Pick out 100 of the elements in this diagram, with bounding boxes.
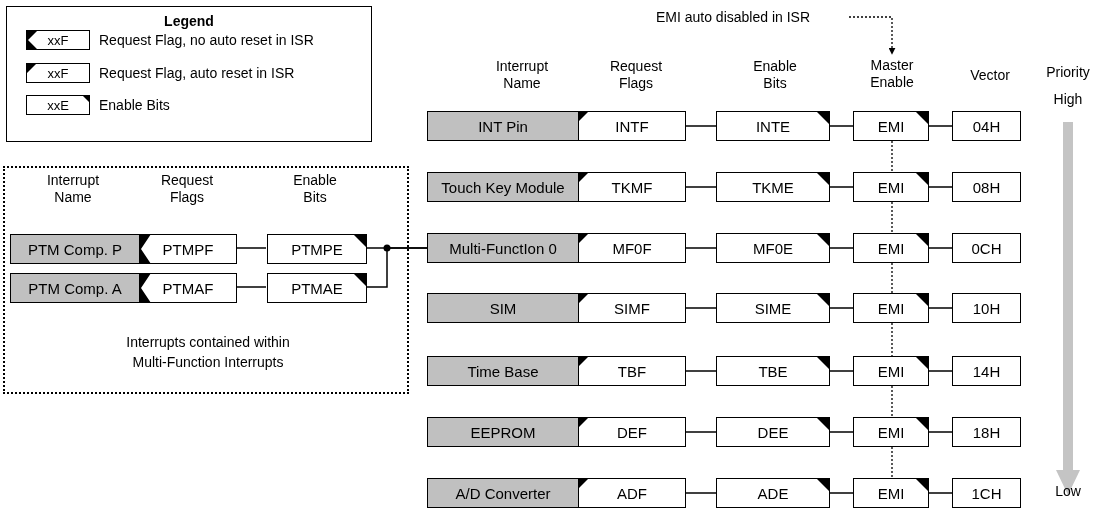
box-label: TKME — [752, 179, 794, 195]
connector-line — [685, 125, 717, 127]
master-enable-box — [853, 293, 929, 323]
box-label: INT Pin — [478, 118, 528, 134]
box-label: 04H — [972, 118, 1001, 134]
connector-line — [235, 247, 267, 249]
vector-box — [952, 356, 1021, 386]
box-label: EMI — [877, 118, 905, 134]
note-text: EMI auto disabled in ISR — [633, 6, 833, 28]
connector-line — [928, 492, 953, 494]
connector-line — [685, 247, 717, 249]
box-label: SIME — [754, 300, 792, 316]
column-header: Enable Bits — [752, 58, 798, 92]
master-enable-box — [853, 417, 929, 447]
interrupt-name-box — [427, 233, 579, 263]
request-flag-box — [578, 293, 686, 323]
column-header: High — [1052, 91, 1084, 108]
request-flag-box — [578, 111, 686, 141]
vector-box — [952, 417, 1021, 447]
connector-line — [235, 286, 267, 288]
box-label: PTM Comp. P — [27, 241, 123, 257]
dotted-group-box — [3, 166, 409, 394]
master-enable-box — [853, 233, 929, 263]
box-label: EMI — [877, 424, 905, 440]
request-flag-box — [578, 417, 686, 447]
group-caption: Interrupts contained within Multi-Function Interrupts — [125, 333, 291, 372]
connector-line — [928, 370, 953, 372]
connector-line — [829, 186, 854, 188]
dotted-connector — [891, 446, 893, 479]
column-header: Interrupt Name — [494, 58, 550, 92]
box-label: TBE — [758, 363, 788, 379]
request-flag-box — [578, 172, 686, 202]
interrupt-name-box — [10, 273, 140, 303]
box-label: MF0F — [612, 240, 652, 256]
box-label: PTMAF — [162, 280, 214, 296]
box-label: INTF — [615, 118, 649, 134]
box-label: 14H — [972, 363, 1001, 379]
box-label: xxF — [47, 66, 69, 80]
column-header: Request Flags — [608, 58, 664, 92]
dotted-connector — [891, 201, 893, 234]
legend-text: Request Flag, no auto reset in ISR — [99, 31, 314, 49]
vector-box — [952, 111, 1021, 141]
connector-line — [829, 492, 854, 494]
vector-box — [952, 172, 1021, 202]
box-label: ADE — [757, 485, 789, 501]
box-label: PTM Comp. A — [28, 280, 122, 296]
box-label: EEPROM — [470, 424, 536, 440]
box-label: SIMF — [614, 300, 650, 316]
box-label: INTE — [755, 118, 791, 134]
connector-line — [928, 247, 953, 249]
connector-line — [685, 431, 717, 433]
column-header: Interrupt Name — [45, 172, 101, 206]
box-label: 10H — [972, 300, 1001, 316]
enable-bit-box — [716, 356, 830, 386]
box-label: EMI — [877, 240, 905, 256]
request-flag-box — [139, 234, 237, 264]
connector-line — [685, 307, 717, 309]
dotted-connector — [891, 140, 893, 173]
box-label: Touch Key Module — [441, 179, 565, 195]
column-header: Vector — [969, 67, 1011, 84]
connector-line — [829, 431, 854, 433]
interrupt-name-box — [427, 356, 579, 386]
legend-text: Enable Bits — [99, 96, 170, 114]
enable-bit-box — [716, 233, 830, 263]
box-label: A/D Converter — [455, 485, 551, 501]
legend-text: Request Flag, auto reset in ISR — [99, 64, 295, 82]
box-label: PTMPF — [162, 241, 214, 257]
box-label: EMI — [877, 485, 905, 501]
enable-bit-box — [716, 293, 830, 323]
column-header: Master Enable — [860, 56, 924, 92]
request-flag-box — [26, 63, 90, 83]
request-flag-box — [578, 478, 686, 508]
dotted-connector — [891, 262, 893, 294]
box-label: 18H — [972, 424, 1001, 440]
legend-title: Legend — [163, 12, 215, 31]
box-label: ADF — [617, 485, 647, 501]
box-label: DEE — [757, 424, 789, 440]
box-label: 08H — [972, 179, 1001, 195]
column-header: Enable Bits — [292, 172, 338, 206]
interrupt-name-box — [427, 478, 579, 508]
box-label: 1CH — [971, 485, 1002, 501]
box-label: PTMAE — [291, 280, 343, 296]
vector-box — [952, 233, 1021, 263]
box-label: EMI — [877, 363, 905, 379]
enable-bit-box — [716, 417, 830, 447]
dotted-connector — [848, 16, 896, 55]
box-label: MF0E — [753, 240, 793, 256]
connector-line — [685, 186, 717, 188]
vector-box — [952, 478, 1021, 508]
box-label: DEF — [617, 424, 647, 440]
connector-line — [365, 247, 428, 288]
connector-line — [829, 370, 854, 372]
box-label: xxE — [47, 98, 69, 112]
vector-box — [952, 293, 1021, 323]
connector-line — [928, 431, 953, 433]
box-label: PTMPE — [291, 241, 343, 257]
box-label: TKMF — [611, 179, 653, 195]
interrupt-name-box — [427, 111, 579, 141]
enable-bit-box — [26, 95, 90, 115]
interrupt-name-box — [427, 172, 579, 202]
